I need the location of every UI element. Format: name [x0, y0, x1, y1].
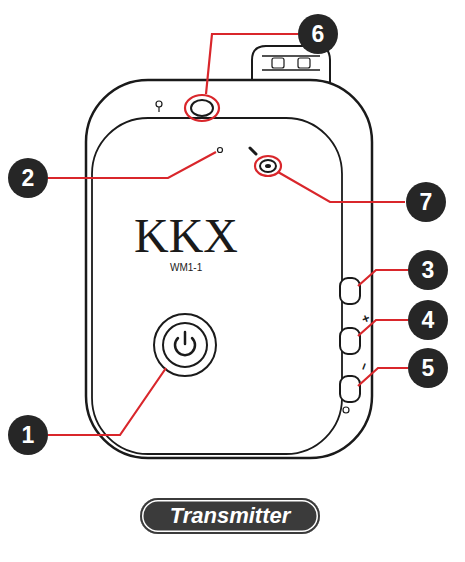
caption-text: Transmitter: [170, 503, 291, 529]
callout-circle: 2: [8, 158, 48, 198]
front-face: [92, 118, 342, 454]
microphone-hole: [218, 148, 223, 153]
callout-circle: 5: [408, 348, 448, 388]
side-button: [340, 278, 360, 304]
record-button: [191, 100, 213, 116]
highlight-ring: [255, 156, 281, 176]
brand-logo: KKX: [134, 212, 238, 260]
clip-slot: [272, 58, 284, 68]
model-number: WM1-1: [170, 263, 202, 273]
clip-slot: [298, 58, 310, 68]
callout-number: 5: [422, 357, 435, 380]
callout-number: 4: [422, 309, 435, 332]
callout-circle: 6: [298, 14, 338, 54]
leader-line: [48, 152, 216, 178]
callout-number: 7: [420, 191, 433, 214]
power-button: [163, 323, 207, 367]
leader-line: [206, 34, 298, 94]
callout-circle: 4: [408, 300, 448, 340]
power-button-ring: [154, 314, 216, 376]
callout-number: 2: [22, 167, 35, 190]
mic-jack-hole: [265, 164, 271, 168]
callout-number: 6: [312, 23, 325, 46]
side-button: [340, 328, 360, 354]
callout-circle: 1: [8, 415, 48, 455]
mic-icon: [250, 148, 256, 154]
highlight-ring: [185, 95, 219, 121]
leader-line: [358, 270, 408, 286]
clip-ridges: [262, 56, 320, 70]
device-body: [86, 80, 372, 458]
pair-icon: [343, 407, 349, 413]
leader-line: [48, 368, 166, 435]
callout-circle: 7: [406, 182, 446, 222]
callout-number: 3: [422, 259, 435, 282]
side-button: [340, 376, 360, 402]
leader-line: [278, 172, 405, 202]
callout-circle: 3: [408, 250, 448, 290]
callout-number: 1: [22, 424, 35, 447]
indicator-icon: [156, 101, 162, 107]
power-icon: [184, 332, 187, 344]
indicator-icon: [158, 107, 159, 112]
mic-jack: [260, 160, 276, 172]
caption-pill: Transmitter: [140, 498, 320, 534]
